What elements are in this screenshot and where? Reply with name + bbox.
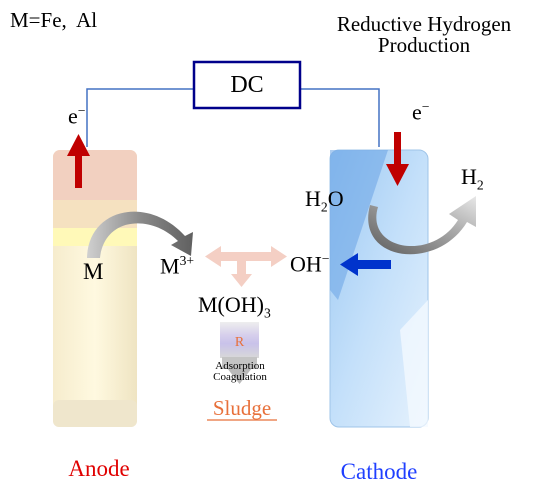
electron-charge: − [77,103,86,118]
mechanism-line2: Coagulation [213,371,267,383]
hydroxide-charge: − [321,251,330,266]
dc-power-box [192,60,302,110]
process-title-line1: Reductive Hydrogen [336,12,512,36]
metal-hydroxide-sub: 3 [264,305,271,321]
water-base: H [305,186,321,211]
water-label: H2O [305,188,344,214]
hydroxide-arrow [340,253,391,276]
water-sub: 2 [320,199,328,215]
cathode-electrode [329,149,429,428]
metal-ion-base: M [160,253,180,279]
hydrogen-label: H2 [461,166,484,192]
electron-symbol: e [68,103,78,129]
cathode-label: Cathode [340,459,418,484]
pollutant-label: R [234,335,245,350]
process-title-line2: Production [377,33,471,57]
metal-hydroxide-label: M(OH)3 [198,294,271,320]
electron-label-anode: e− [68,104,85,127]
metal-ion-charge: 3+ [179,253,195,268]
mechanism-line1: Adsorption [215,360,265,372]
metal-label: M [83,259,104,284]
circuit-wire [86,88,380,147]
ion-reaction-arrows [205,246,287,287]
anode-label: Anode [68,456,130,481]
electron-arrow-down [386,132,409,186]
reduction-curved-arrow [368,196,476,255]
hydroxide-label: OH− [290,252,329,275]
metal-hydroxide-base: M(OH) [198,292,264,317]
sludge-label: Sludge [212,396,272,420]
metal-ion-label: M3+ [160,254,194,277]
electron-label-cathode: e− [412,100,429,123]
water-rest: O [327,186,344,211]
process-title: Reductive Hydrogen Production [322,14,526,56]
hydrogen-sub: 2 [476,177,484,193]
electron-symbol: e [412,99,422,125]
electron-charge: − [421,99,430,114]
dc-label: DC [230,72,264,98]
mechanism-label: Adsorption Coagulation [190,361,290,383]
electron-arrow-up [67,134,90,188]
floc-stack [220,322,259,384]
oxidation-curved-arrow [87,211,193,258]
metal-note: M=Fe, Al [10,8,98,32]
hydrogen-base: H [461,164,477,189]
anode-electrode [53,150,137,427]
hydroxide-base: OH [290,251,322,277]
